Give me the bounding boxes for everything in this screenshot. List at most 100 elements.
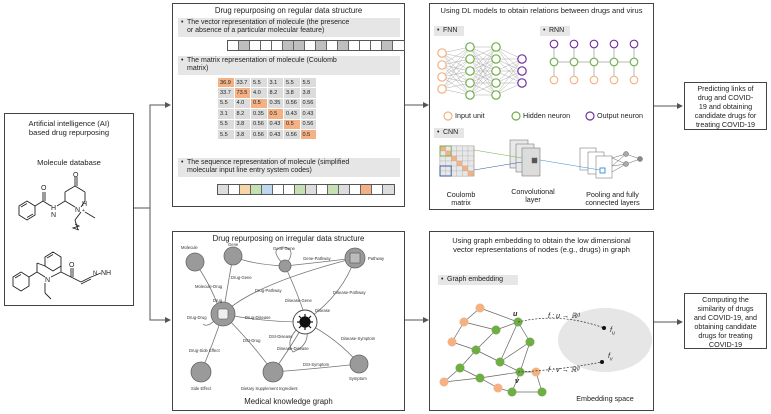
vector-section-header: The vector representation of molecule (t… bbox=[178, 18, 400, 37]
rnn-input-unit bbox=[609, 75, 619, 85]
embedding-space-label: Embedding space bbox=[576, 394, 634, 403]
matrix-cell: 3.8 bbox=[233, 118, 251, 130]
embedding-point-fu bbox=[602, 326, 606, 330]
graph-node bbox=[493, 383, 503, 393]
molecule-structure-2: N O NH N bbox=[12, 251, 111, 300]
node-side-effect bbox=[190, 361, 212, 383]
matrix-cell: 0.35 bbox=[266, 97, 284, 110]
sequence-token-cell bbox=[251, 185, 262, 194]
svg-text:N: N bbox=[93, 271, 97, 277]
matrix-cell: 4.0 bbox=[233, 97, 251, 110]
legend-hidden-label: Hidden neuron bbox=[523, 111, 571, 120]
matrix-cell: 3.1 bbox=[266, 76, 284, 89]
molecule-database-label: Molecule database bbox=[37, 158, 101, 167]
label-edge-disease-disease: Disease-Disease bbox=[277, 346, 309, 351]
cnn-input-cell bbox=[439, 160, 446, 167]
molecule-structure-1: H N O O N + H bbox=[18, 172, 96, 231]
graph-title-line1: Using graph embedding to obtain the low … bbox=[452, 236, 631, 245]
cnn-input-cell bbox=[439, 150, 446, 157]
fnn-neuron bbox=[465, 42, 475, 52]
graph-node bbox=[495, 357, 505, 367]
legend-input-label: Input unit bbox=[455, 111, 485, 120]
fnn-neuron bbox=[465, 90, 475, 100]
graph-node bbox=[507, 387, 517, 397]
matrix-cell: 3.8 bbox=[283, 87, 301, 99]
embedding-fu-label: fu bbox=[610, 325, 615, 337]
vector-bit-cell bbox=[228, 41, 239, 50]
left-title-line2: based drug repurposing bbox=[28, 128, 110, 137]
fnn-neuron bbox=[491, 42, 501, 52]
vector-bit-cell bbox=[294, 41, 305, 50]
matrix-cell: 33.7 bbox=[217, 87, 235, 99]
matrix-cell: 5.5 bbox=[217, 128, 235, 141]
cnn-input-cell bbox=[462, 170, 469, 177]
vector-bit-cell bbox=[239, 41, 250, 50]
fnn-neuron bbox=[491, 54, 501, 64]
legend-output-label: Output neuron bbox=[597, 111, 643, 120]
label-edge-drug-pathway: Drug-Pathway bbox=[255, 288, 282, 293]
matrix-line2: matrix) bbox=[187, 65, 209, 73]
rnn-input-unit bbox=[549, 75, 559, 85]
label-edge-dsi-disease: DSI-Disease bbox=[269, 334, 293, 339]
rnn-input-unit bbox=[569, 75, 579, 85]
cnn-tag: CNN bbox=[434, 128, 464, 139]
cnn-input-cell bbox=[451, 155, 457, 162]
sequence-token-cell bbox=[383, 185, 394, 194]
fnn-neuron bbox=[491, 90, 501, 100]
node-gene bbox=[223, 246, 243, 266]
pathway-icon bbox=[349, 252, 361, 264]
cnn-input-cell bbox=[451, 145, 457, 152]
cnn-input-cell bbox=[451, 160, 457, 167]
label-node-drug: Drug bbox=[213, 298, 223, 303]
label-node-disease: Disease bbox=[315, 308, 331, 313]
rnn-tag: RNN bbox=[540, 26, 570, 37]
cnn-input-cell bbox=[467, 170, 474, 177]
fnn-label: FNN bbox=[443, 27, 458, 34]
graph-node bbox=[455, 363, 465, 373]
matrix-cell: 0.5 bbox=[266, 108, 284, 120]
out2-line5: drugs for treating bbox=[698, 331, 753, 340]
svg-text:+: + bbox=[82, 208, 85, 214]
rnn-hidden-neuron bbox=[549, 57, 559, 67]
svg-text:O: O bbox=[73, 172, 79, 179]
out1-line3: 19 and obtaining bbox=[698, 102, 753, 111]
label-edge-disease-gene: Disease-Gene bbox=[285, 298, 312, 303]
vector-bit-cell bbox=[338, 41, 349, 50]
out2-line1: Computing the bbox=[702, 295, 749, 304]
graph-node bbox=[537, 387, 547, 397]
pool-label-line2: connected layers bbox=[585, 198, 640, 207]
cnn-input-cell bbox=[439, 165, 446, 172]
matrix-cell: 0.56 bbox=[299, 97, 317, 110]
sequence-line2: molecular input line entry system codes) bbox=[187, 167, 312, 175]
graph-node bbox=[471, 345, 481, 355]
knowledge-graph-caption: Medical knowledge graph bbox=[244, 397, 333, 406]
svg-text:N: N bbox=[51, 212, 56, 219]
rnn-hidden-neuron bbox=[629, 57, 639, 67]
legend-hidden-icon bbox=[511, 111, 521, 121]
label-node-gene: Gene bbox=[228, 242, 239, 247]
matrix-cell: 36.9 bbox=[217, 76, 235, 89]
label-edge-dsi-drug: DSI-Drug bbox=[243, 338, 261, 343]
matrix-cell: 4.0 bbox=[250, 87, 268, 99]
svg-text:N: N bbox=[75, 207, 80, 214]
vector-line2: or absence of a particular molecular fea… bbox=[187, 27, 325, 35]
cnn-input-cell bbox=[467, 165, 474, 172]
matrix-cell: 5.5 bbox=[250, 76, 268, 89]
fnn-neuron bbox=[517, 78, 527, 88]
fnn-neuron bbox=[465, 78, 475, 88]
cnn-input-cell bbox=[467, 150, 474, 157]
rnn-hidden-neuron bbox=[609, 57, 619, 67]
out1-line5: treating COVID-19 bbox=[695, 120, 756, 129]
label-edge-dsi-symptom: DSI-Symptom bbox=[303, 362, 330, 367]
mapping-fu-label: f : u → ℝᵈ bbox=[548, 311, 580, 320]
fnn-neuron bbox=[465, 66, 475, 76]
cnn-input-cell bbox=[456, 165, 463, 172]
pool-label-line1: Pooling and fully bbox=[586, 190, 639, 199]
matrix-cell: 3.8 bbox=[299, 87, 317, 99]
output-computing-similarity: Computing the similarity of drugs and CO… bbox=[684, 293, 767, 349]
sequence-token-cell bbox=[284, 185, 295, 194]
graph-node bbox=[447, 337, 457, 347]
node-molecule bbox=[185, 252, 205, 272]
